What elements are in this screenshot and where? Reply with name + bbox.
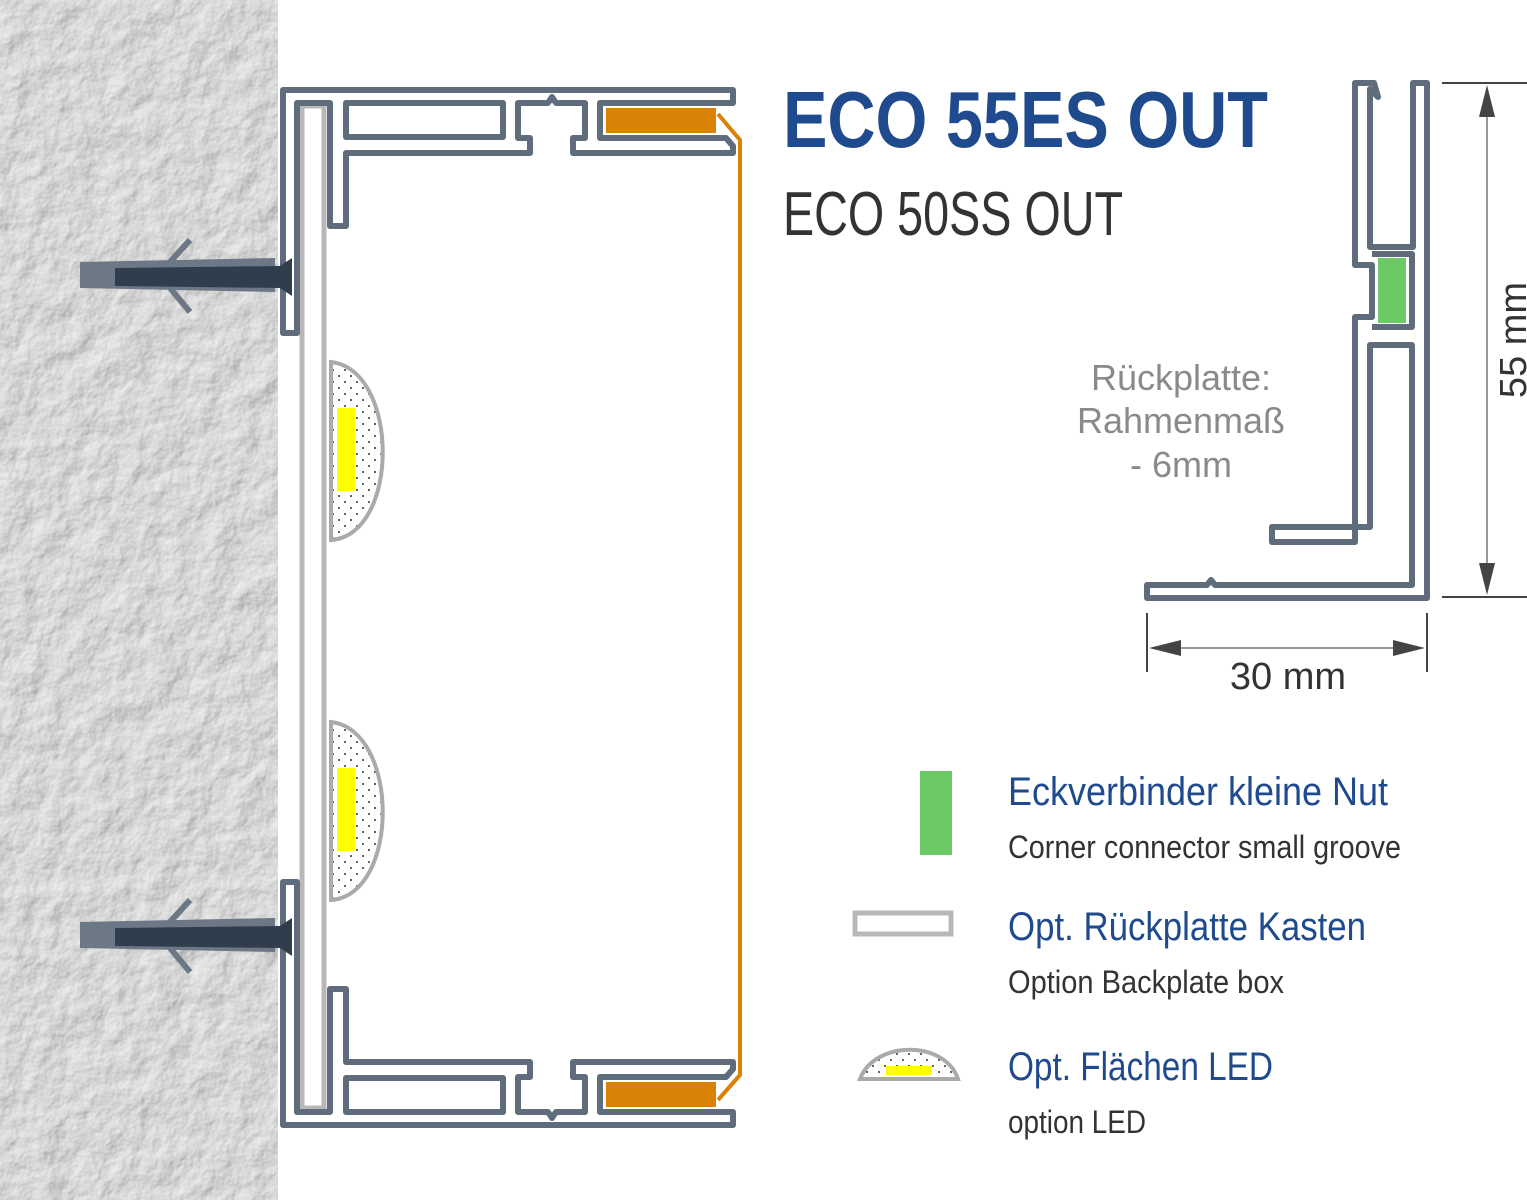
backplate-icon <box>852 910 954 937</box>
led-module-top <box>329 359 385 543</box>
profile-top <box>280 87 736 336</box>
legend-subtitle-2: Option Backplate box <box>1008 964 1284 1000</box>
legend-subtitle-1: Corner connector small groove <box>1008 829 1401 865</box>
product-title: ECO 55ES OUT <box>783 75 1268 164</box>
backplate-note-line3: - 6mm <box>1130 444 1232 485</box>
backplate <box>299 103 327 1111</box>
dimension-height <box>1442 82 1527 598</box>
dimension-width <box>1146 613 1428 672</box>
legend-title-1: Eckverbinder kleine Nut <box>1008 770 1388 814</box>
orange-insert <box>606 108 716 133</box>
orange-insert <box>606 1082 716 1107</box>
legend-title-3: Opt. Flächen LED <box>1008 1045 1273 1089</box>
height-label: 55 mm <box>1493 282 1527 398</box>
legend-title-2: Opt. Rückplatte Kasten <box>1008 905 1366 949</box>
product-subtitle: ECO 50SS OUT <box>783 180 1123 249</box>
front-panel <box>716 112 742 1102</box>
legend-subtitle-3: option LED <box>1008 1104 1146 1140</box>
frame-cross-section <box>80 87 742 1128</box>
green-connector-icon <box>920 771 952 855</box>
width-label: 30 mm <box>1230 656 1346 698</box>
backplate-note-line1: Rückplatte: <box>1091 357 1271 398</box>
wall-anchor-bottom <box>80 897 292 974</box>
led-module-bottom <box>329 719 385 903</box>
profile-bottom <box>280 879 736 1128</box>
legend: Eckverbinder kleine Nut Corner connector… <box>852 770 1401 1140</box>
backplate-note-line2: Rahmenmaß <box>1077 400 1285 441</box>
wall-texture <box>0 0 278 1200</box>
wall-anchor-top <box>80 237 292 314</box>
corner-connector <box>1378 258 1406 323</box>
profile-detail <box>1144 80 1430 601</box>
led-icon <box>857 1047 961 1081</box>
